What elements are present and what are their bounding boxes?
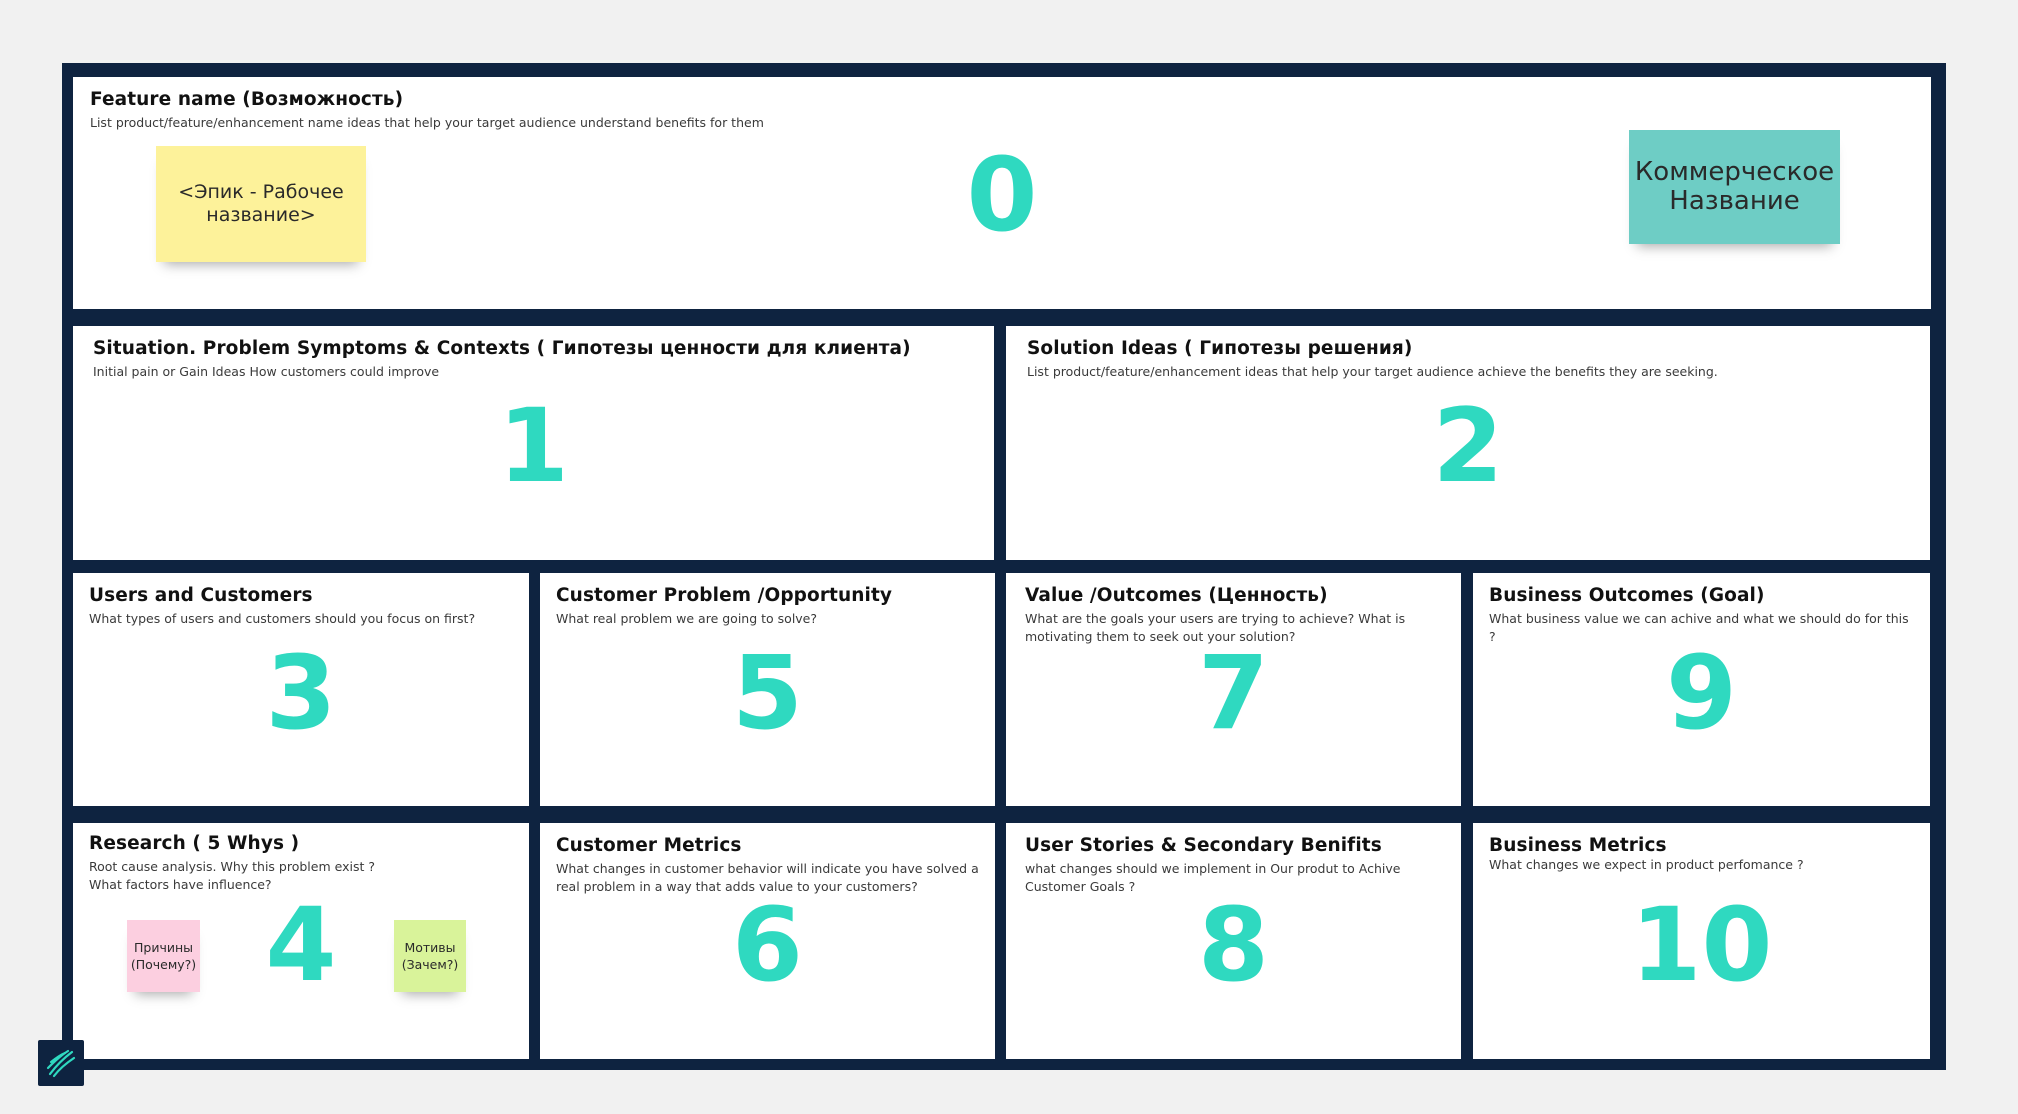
cell-number: 9 [1666,634,1737,753]
cell-subtitle: What business value we can achive and wh… [1489,611,1909,644]
sticky-note-causes[interactable]: Причины (Почему?) [127,920,200,992]
cell-number: 4 [265,886,337,1005]
cell-number: 2 [1432,387,1504,506]
cell-subtitle: What changes we expect in product perfom… [1489,857,1804,872]
cell-number: 10 [1630,886,1773,1005]
cell-subtitle: Initial pain or Gain Ideas How customers… [93,364,440,379]
sticky-note-epic[interactable]: <Эпик - Рабочее название> [156,146,366,262]
sticky-note-text: Причины (Почему?) [130,940,197,972]
sticky-note-text: Мотивы (Зачем?) [401,940,459,972]
cell-title: Customer Metrics [556,835,742,856]
cell-title: Solution Ideas ( Гипотезы решения) [1027,338,1413,359]
cell-number: 8 [1198,886,1269,1005]
cell-situation[interactable]: Situation. Problem Symptoms & Contexts (… [73,326,994,560]
cell-subtitle: What real problem we are going to solve? [556,611,818,626]
cell-research[interactable]: Research ( 5 Whys ) Root cause analysis.… [73,823,529,1059]
cell-title: Business Outcomes (Goal) [1489,585,1765,606]
sticky-note-text: Коммерческое Название [1634,157,1835,216]
cell-customer-problem[interactable]: Customer Problem /Opportunity What real … [540,573,995,806]
cell-title: User Stories & Secondary Benifits [1025,835,1382,856]
cell-title: Business Metrics [1489,835,1667,856]
sticky-note-motives[interactable]: Мотивы (Зачем?) [394,920,466,992]
cell-number: 6 [732,886,803,1005]
cell-subtitle: What are the goals your users are trying… [1025,611,1406,644]
cell-title: Value /Outcomes (Ценность) [1025,585,1328,606]
sticky-note-text: <Эпик - Рабочее название> [178,181,344,226]
logo-icon [46,1049,76,1078]
cell-number: 1 [498,387,569,506]
cell-subtitle: List product/feature/enhancement name id… [90,115,764,130]
cell-subtitle-line2: What factors have influence? [89,877,272,892]
cell-title: Situation. Problem Symptoms & Contexts (… [93,338,911,359]
cell-title: Customer Problem /Opportunity [556,585,893,606]
cell-business-metrics[interactable]: Business Metrics What changes we expect … [1473,823,1930,1059]
cell-subtitle: Root cause analysis. Why this problem ex… [89,859,375,874]
cell-subtitle: What types of users and customers should… [89,611,476,626]
cell-number: 7 [1198,634,1269,753]
sticky-note-commercial[interactable]: Коммерческое Название [1629,130,1840,244]
cell-title: Research ( 5 Whys ) [89,833,300,854]
cell-feature-name[interactable]: Feature name (Возможность) List product/… [73,77,1931,309]
cell-subtitle: What changes in customer behavior will i… [556,861,979,894]
cell-subtitle: List product/feature/enhancement ideas t… [1027,364,1718,379]
cell-subtitle: what changes should we implement in Our … [1025,861,1401,894]
cell-number: 0 [966,136,1038,255]
cell-user-stories[interactable]: User Stories & Secondary Benifits what c… [1006,823,1461,1059]
cell-title: Feature name (Возможность) [90,89,404,110]
cell-number: 3 [265,634,337,753]
cell-title: Users and Customers [89,585,313,606]
cell-customer-metrics[interactable]: Customer Metrics What changes in custome… [540,823,995,1059]
cell-business-outcomes[interactable]: Business Outcomes (Goal) What business v… [1473,573,1930,806]
cell-solution-ideas[interactable]: Solution Ideas ( Гипотезы решения) List … [1006,326,1930,560]
cell-number: 5 [732,634,803,753]
cell-value-outcomes[interactable]: Value /Outcomes (Ценность) What are the … [1006,573,1461,806]
cell-users-customers[interactable]: Users and Customers What types of users … [73,573,529,806]
app-logo[interactable] [38,1040,84,1086]
